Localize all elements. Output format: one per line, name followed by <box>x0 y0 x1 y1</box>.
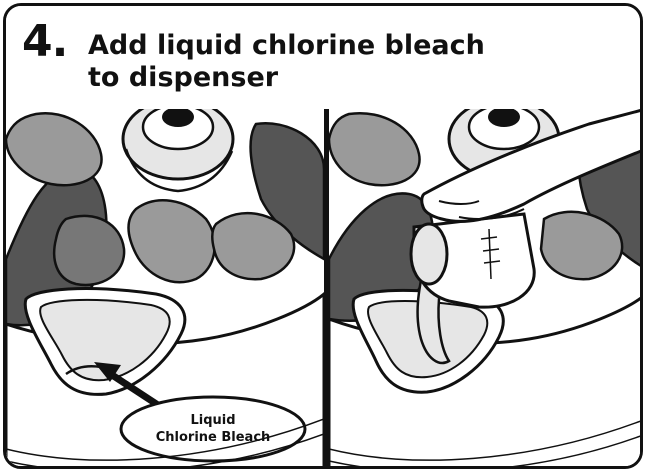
step-number: 4. <box>22 16 68 67</box>
panel-pouring-bleach <box>329 109 640 466</box>
panel-divider <box>324 109 329 466</box>
callout-line-1: Liquid <box>190 413 236 428</box>
washer-top-drawing <box>6 109 324 466</box>
step-header: 4. Add liquid chlorine bleach to dispens… <box>6 6 640 112</box>
callout-line-2: Chlorine Bleach <box>155 430 271 445</box>
hand-arm <box>420 109 640 223</box>
pouring-drawing <box>329 109 640 466</box>
illustration-frame: 4. Add liquid chlorine bleach to dispens… <box>3 3 643 469</box>
laundry-mid-left <box>52 214 126 287</box>
pointer-arrow <box>94 362 163 410</box>
laundry-light-topleft-r <box>329 111 421 187</box>
panel-dispenser-location: Liquid Chlorine Bleach <box>6 109 324 466</box>
laundry-light-center <box>127 199 216 284</box>
illustration-panels: Liquid Chlorine Bleach <box>6 109 640 466</box>
laundry-light-right-r <box>539 210 624 281</box>
measuring-cup <box>409 212 536 309</box>
callout-oval <box>119 395 307 463</box>
laundry-dark-right <box>249 121 324 261</box>
step-title-line-2: to dispenser <box>88 62 279 93</box>
laundry-light-right <box>211 211 296 281</box>
bleach-dispenser <box>23 287 187 396</box>
callout-label: Liquid Chlorine Bleach <box>128 412 298 446</box>
laundry-light-topleft <box>6 111 103 187</box>
step-title-line-1: Add liquid chlorine bleach <box>88 30 485 61</box>
